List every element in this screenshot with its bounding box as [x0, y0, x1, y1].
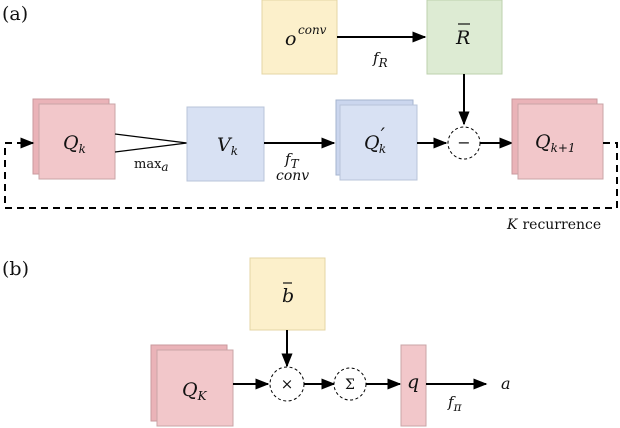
action-label: a	[501, 374, 511, 393]
panel-a-label: (a)	[2, 3, 28, 25]
minus-symbol: −	[457, 133, 470, 152]
q-k1-box: Qk+1	[511, 98, 604, 180]
times-symbol: ×	[281, 375, 294, 393]
f-pi-label: fπ	[447, 393, 463, 414]
subtract-node: −	[447, 126, 481, 160]
recurrence-loop	[4, 137, 618, 209]
q-k-prime-box: Q′k	[335, 99, 418, 181]
obs-conv-box: o conv	[261, 0, 338, 75]
q-k-box: Qk	[32, 98, 116, 180]
f-r-label: fR	[372, 49, 388, 70]
sum-node: Σ	[333, 367, 367, 401]
belief-box: b	[249, 257, 326, 331]
q-vector-box: q	[400, 344, 427, 427]
multiply-node: ×	[269, 366, 305, 402]
q-big-k-box: QK	[150, 344, 234, 427]
max-funnel-top	[114, 133, 188, 144]
belief-symbol: b	[282, 285, 294, 307]
obs-conv-base: o	[285, 28, 296, 50]
v-k-label: Vk	[217, 134, 238, 158]
q-k1-label: Qk+1	[535, 131, 576, 155]
conv-label: conv	[276, 168, 309, 184]
v-k-box: Vk	[186, 106, 265, 182]
q-k-label: Qk	[63, 132, 86, 156]
sigma-symbol: Σ	[345, 377, 355, 393]
max-funnel-bottom	[114, 142, 188, 153]
f-t-label: fT	[284, 150, 300, 171]
max-a-label: maxa	[134, 157, 169, 174]
panel-b-label: (b)	[2, 258, 29, 280]
obs-conv-sup: conv	[298, 23, 327, 37]
reward-symbol: R	[455, 27, 470, 49]
reward-box: R	[426, 0, 503, 75]
q-k-prime-label: Q′k	[364, 124, 386, 156]
q-big-k-label: QK	[182, 379, 208, 403]
q-vector-label: q	[407, 371, 419, 393]
